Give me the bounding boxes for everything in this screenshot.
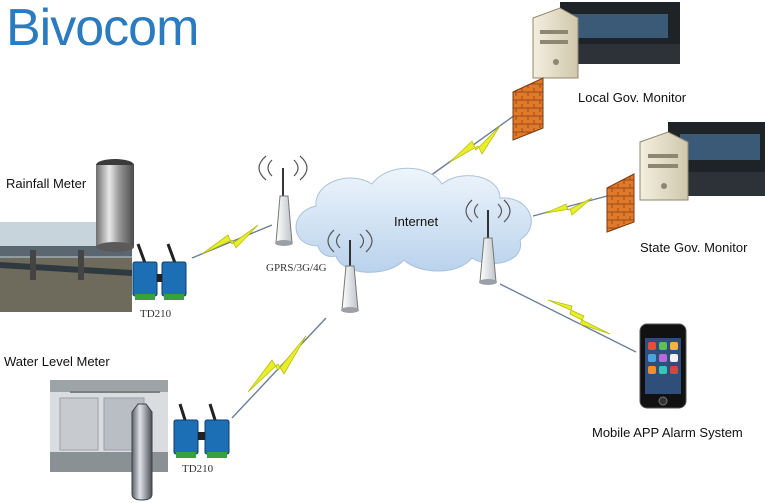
bridge-river-photo xyxy=(0,222,132,312)
rainfall-site xyxy=(0,159,187,312)
tower-center xyxy=(327,229,373,313)
control-room-photo xyxy=(560,2,680,64)
lightning-icon-mobile xyxy=(547,299,611,335)
bivocom-logo: Bivocom xyxy=(6,0,199,57)
link-cloud-mobile xyxy=(499,283,637,353)
local-gov-site xyxy=(512,2,680,141)
firewall-icon-local xyxy=(512,77,544,141)
td210-label-water: TD210 xyxy=(182,463,214,475)
rain-gauge-icon xyxy=(96,159,134,252)
lightning-bolts xyxy=(201,125,611,393)
lightning-icon-rainfall xyxy=(201,224,259,255)
firewall-icon-state xyxy=(606,173,635,233)
lightning-icon-state xyxy=(545,197,593,216)
server-computer-icon xyxy=(532,7,579,79)
internet-label: Internet xyxy=(394,214,439,229)
td210-device-water xyxy=(173,403,230,458)
lightning-icon-local xyxy=(449,125,501,163)
lightning-icon-water xyxy=(247,335,307,393)
water-level-probe-icon xyxy=(131,403,153,501)
water-level-site xyxy=(50,380,230,501)
tower-left xyxy=(258,155,308,246)
link-cloud-state xyxy=(532,195,608,217)
td210-device-rainfall xyxy=(132,243,187,300)
water-level-meter-label: Water Level Meter xyxy=(4,354,110,369)
mobile-app-label: Mobile APP Alarm System xyxy=(592,425,743,440)
rainfall-meter-label: Rainfall Meter xyxy=(6,176,87,191)
tower-right xyxy=(465,199,511,285)
gprs-label: GPRS/3G/4G xyxy=(266,262,327,274)
mobile-phone-icon xyxy=(639,323,687,409)
internet-cloud xyxy=(295,167,532,273)
state-gov-site xyxy=(606,122,765,233)
server-computer-icon xyxy=(639,131,689,201)
local-gov-label: Local Gov. Monitor xyxy=(578,90,687,105)
state-gov-label: State Gov. Monitor xyxy=(640,240,748,255)
td210-label-rainfall: TD210 xyxy=(140,308,172,320)
